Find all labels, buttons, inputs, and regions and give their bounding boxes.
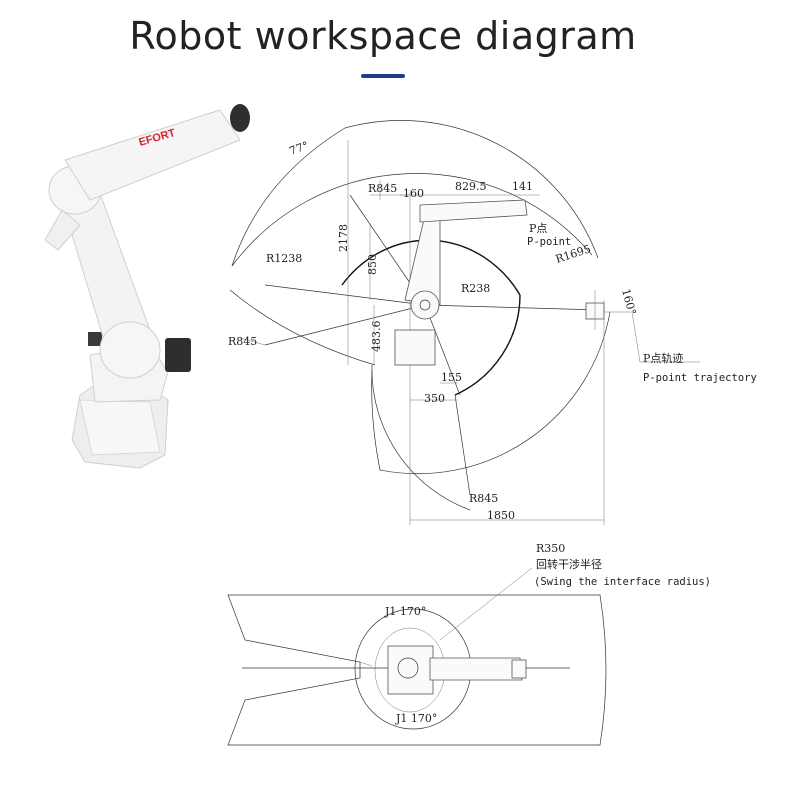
r845-top-label: R845	[368, 182, 397, 195]
dim-350-label: 350	[424, 392, 445, 405]
dim-829-5-label: 829.5	[455, 180, 487, 193]
dim-850-label: 850	[366, 254, 379, 275]
r845-bottom-label: R845	[469, 492, 498, 505]
side-view-drawing: 77° 160° R845 R1238 R845 R238 R1695 R845…	[228, 120, 757, 525]
dim-1850-label: 1850	[487, 509, 515, 522]
r845-left-label: R845	[228, 335, 257, 348]
angle-top-label: 77°	[288, 139, 311, 158]
r238-label: R238	[461, 282, 490, 295]
r350-label: R350	[536, 542, 565, 555]
dim-160-label: 160	[403, 187, 424, 200]
swing-radius-cn-label: 回转干涉半径	[536, 557, 602, 571]
page-title: Robot workspace diagram	[129, 14, 637, 58]
dim-141-label: 141	[512, 180, 533, 193]
p-point-en-label: P-point	[527, 236, 571, 248]
wrist-flange	[230, 104, 250, 132]
p-trajectory-cn-label: P点轨迹	[643, 351, 683, 365]
top-view-drawing: R350 回转干涉半径 (Swing the interface radius)…	[227, 542, 711, 746]
dim-2178-label: 2178	[337, 224, 350, 252]
title-underline	[361, 74, 405, 78]
j2-motor	[165, 338, 191, 372]
dim-483-6-label: 483.6	[370, 321, 383, 353]
j1-top-label: J1 170°	[384, 605, 426, 618]
robot-illustration: EFORT	[44, 104, 250, 469]
j1-bottom-label: J1 170°	[395, 712, 437, 725]
p-trajectory-en-label: P-point trajectory	[643, 372, 757, 384]
dim-155-label: 155	[441, 371, 462, 384]
p-point-cn-label: P点	[529, 222, 547, 235]
r1238-label: R1238	[266, 252, 302, 265]
swing-radius-en-label: (Swing the interface radius)	[534, 576, 711, 588]
